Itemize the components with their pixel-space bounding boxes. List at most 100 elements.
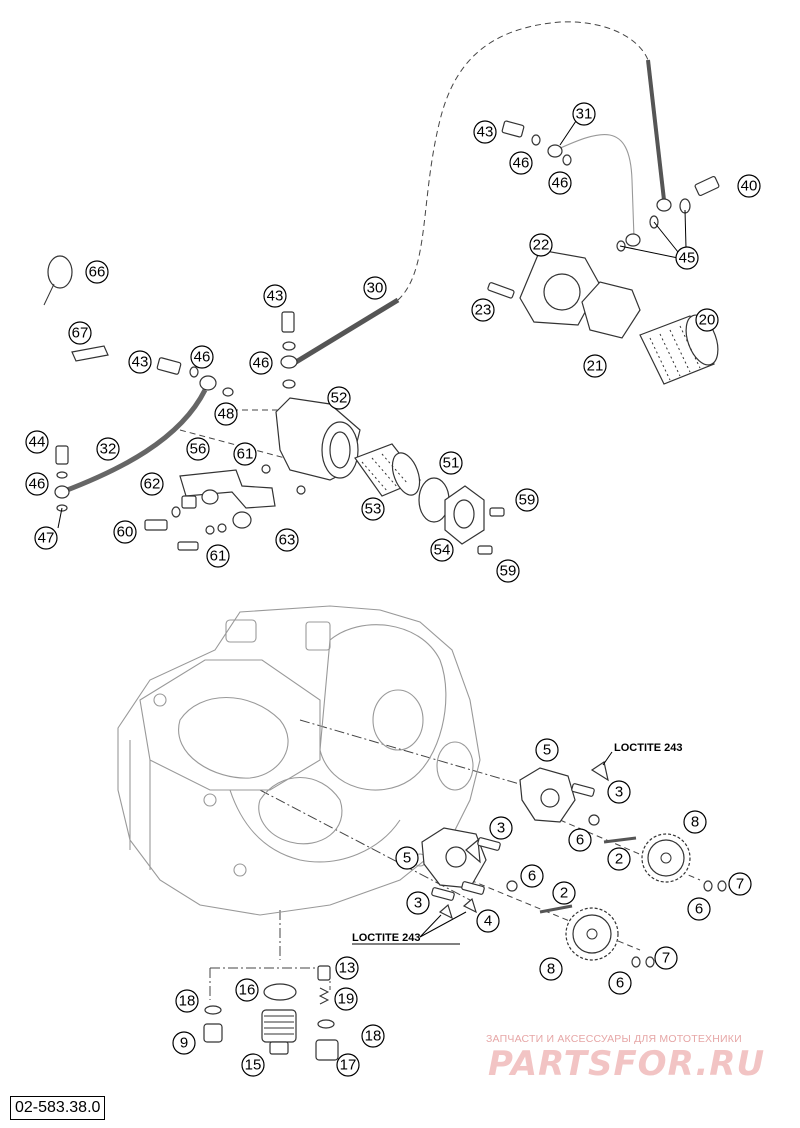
callout-62: 62 [140, 472, 164, 496]
svg-text:18: 18 [179, 993, 196, 1010]
callout-7: 7 [654, 946, 678, 970]
svg-text:23: 23 [475, 302, 492, 319]
cable-tie-part [43, 255, 73, 306]
callout-46: 46 [25, 472, 49, 496]
bracket-56 [179, 469, 276, 509]
callout-13: 13 [335, 956, 359, 980]
svg-text:2: 2 [615, 851, 623, 868]
svg-text:46: 46 [194, 349, 211, 366]
svg-text:40: 40 [741, 178, 758, 195]
leader-lines [57, 114, 687, 529]
svg-text:32: 32 [100, 441, 117, 458]
callout-45: 45 [675, 246, 699, 270]
svg-text:43: 43 [132, 354, 149, 371]
callout-6: 6 [608, 971, 632, 995]
drain-parts [203, 965, 339, 1061]
callout-59: 59 [496, 559, 520, 583]
svg-text:7: 7 [662, 950, 670, 967]
callout-40: 40 [737, 174, 761, 198]
callout-16: 16 [235, 978, 259, 1002]
callout-bubbles: 66 67 43 46 46 31 40 45 22 23 20 21 30 4… [25, 102, 761, 1077]
svg-text:46: 46 [552, 175, 569, 192]
svg-text:8: 8 [691, 814, 699, 831]
svg-text:56: 56 [190, 441, 207, 458]
callout-46: 46 [190, 345, 214, 369]
callout-5: 5 [395, 846, 419, 870]
svg-text:59: 59 [500, 563, 517, 580]
callout-47: 47 [34, 526, 58, 550]
svg-text:18: 18 [365, 1028, 382, 1045]
callout-20: 20 [695, 308, 719, 332]
svg-text:54: 54 [434, 542, 451, 559]
loctite-label-top: LOCTITE 243 [614, 742, 682, 754]
callout-15: 15 [241, 1053, 265, 1077]
callout-56: 56 [186, 437, 210, 461]
callout-8: 8 [683, 810, 707, 834]
svg-text:47: 47 [38, 530, 55, 547]
pump-gear-lower [565, 907, 619, 961]
callout-5: 5 [535, 738, 559, 762]
callout-9: 9 [172, 1031, 196, 1055]
svg-text:19: 19 [338, 991, 355, 1008]
svg-text:44: 44 [29, 434, 46, 451]
svg-text:3: 3 [615, 784, 623, 801]
svg-text:45: 45 [679, 250, 696, 267]
svg-text:46: 46 [29, 476, 46, 493]
svg-text:6: 6 [695, 901, 703, 918]
callout-48: 48 [214, 402, 238, 426]
callout-2: 2 [607, 847, 631, 871]
svg-text:51: 51 [443, 455, 460, 472]
svg-text:9: 9 [180, 1035, 188, 1052]
oil-screen-15 [261, 1009, 297, 1055]
callout-32: 32 [96, 437, 120, 461]
callout-63: 63 [275, 528, 299, 552]
callout-61: 61 [233, 442, 257, 466]
callout-44: 44 [25, 430, 49, 454]
svg-text:46: 46 [253, 355, 270, 372]
svg-text:17: 17 [340, 1057, 357, 1074]
svg-text:6: 6 [528, 868, 536, 885]
svg-text:5: 5 [543, 742, 551, 759]
svg-text:61: 61 [237, 446, 254, 463]
callout-46: 46 [548, 171, 572, 195]
svg-text:16: 16 [239, 982, 256, 999]
svg-text:8: 8 [547, 961, 555, 978]
callout-8: 8 [539, 957, 563, 981]
callout-22: 22 [529, 233, 553, 257]
callout-66: 66 [85, 260, 109, 284]
callout-4: 4 [476, 909, 500, 933]
crankcase-outline [117, 605, 481, 916]
upper-parts [43, 59, 720, 555]
svg-text:6: 6 [616, 975, 624, 992]
callout-31: 31 [572, 102, 596, 126]
callout-53: 53 [361, 497, 385, 521]
svg-text:20: 20 [699, 312, 716, 329]
svg-text:60: 60 [117, 524, 134, 541]
callout-43: 43 [473, 120, 497, 144]
callout-59: 59 [515, 488, 539, 512]
svg-text:21: 21 [587, 358, 604, 375]
svg-text:46: 46 [513, 155, 530, 172]
watermark-logo: PARTSFOR.RU [488, 1044, 766, 1084]
svg-text:3: 3 [497, 820, 505, 837]
watermark-caption: ЗАПЧАСТИ И АКСЕССУАРЫ ДЛЯ МОТОТЕХНИКИ [486, 1033, 742, 1045]
svg-text:63: 63 [279, 532, 296, 549]
callout-6: 6 [687, 897, 711, 921]
oil-pump-parts [421, 761, 727, 968]
callout-67: 67 [68, 321, 92, 345]
svg-text:61: 61 [210, 548, 227, 565]
callout-18: 18 [175, 989, 199, 1013]
svg-text:5: 5 [403, 850, 411, 867]
svg-text:67: 67 [72, 325, 89, 342]
callout-23: 23 [471, 298, 495, 322]
svg-text:3: 3 [414, 895, 422, 912]
pad-part [71, 345, 109, 362]
callout-61: 61 [206, 544, 230, 568]
callout-46: 46 [249, 351, 273, 375]
callout-6: 6 [520, 864, 544, 888]
svg-text:2: 2 [560, 885, 568, 902]
svg-text:22: 22 [533, 237, 550, 254]
pump-gear-upper [641, 833, 691, 883]
svg-text:30: 30 [367, 280, 384, 297]
